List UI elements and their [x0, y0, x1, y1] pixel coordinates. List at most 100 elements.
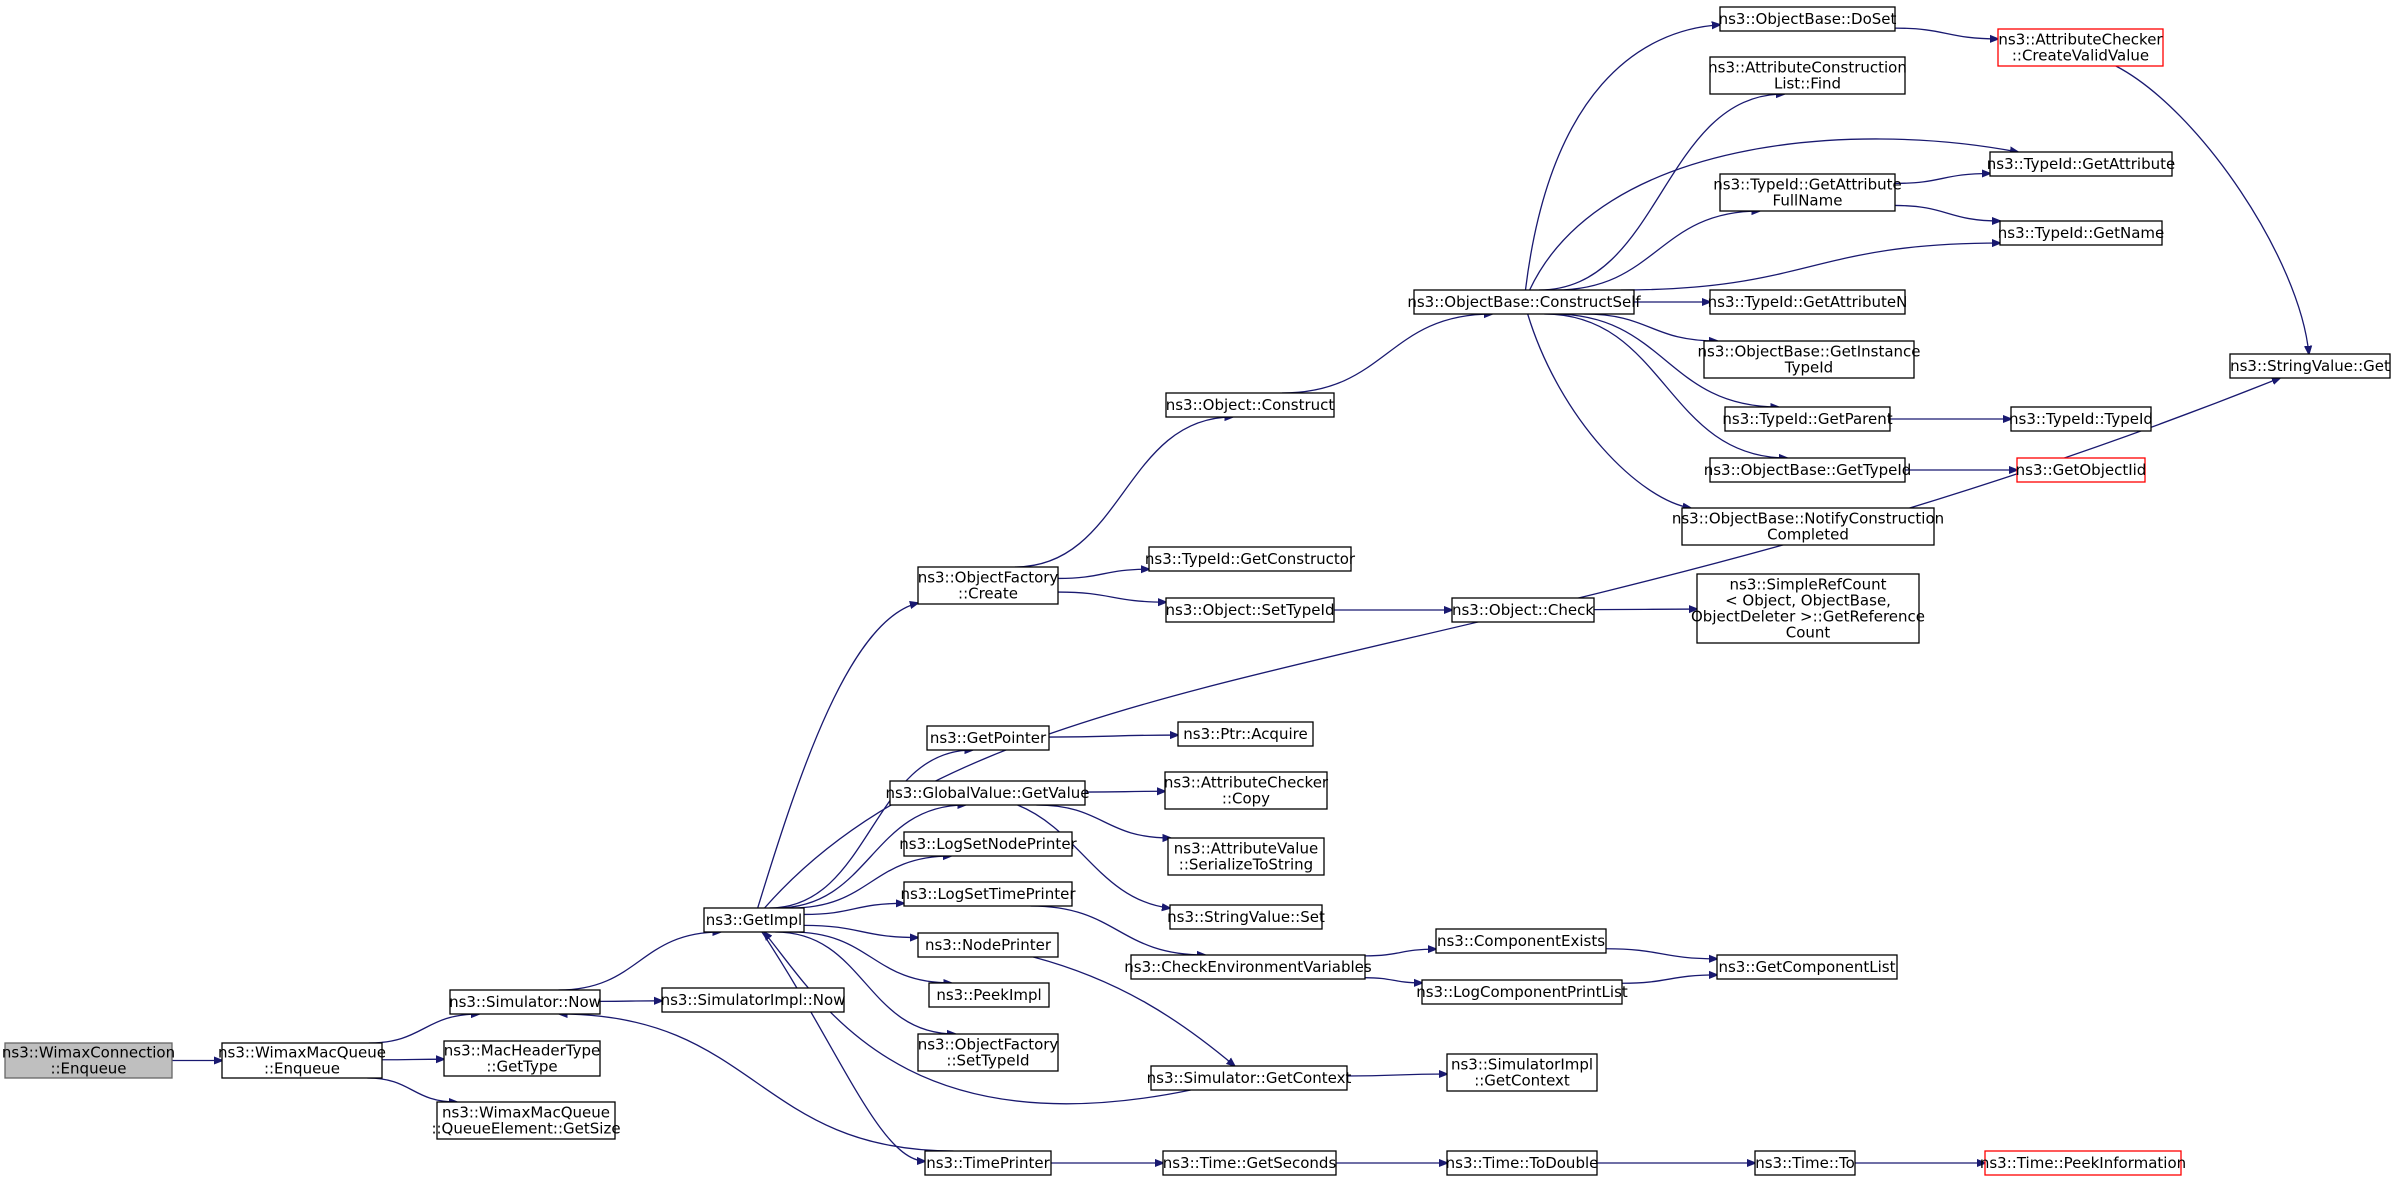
node-box	[436, 1101, 616, 1140]
node-logcomponentprintlist[interactable]: ns3::LogComponentPrintList	[1416, 979, 1628, 1005]
node-macheader_gettype[interactable]: ns3::MacHeaderType::GetType	[443, 1040, 601, 1077]
node-attrchecker_copy[interactable]: ns3::AttributeChecker::Copy	[1164, 771, 1329, 810]
node-nodeprinter[interactable]: ns3::NodePrinter	[917, 932, 1059, 958]
node-box	[928, 982, 1050, 1008]
node-stringvalue_get[interactable]: ns3::StringValue::Get	[2229, 353, 2391, 379]
node-simulator_getcontext[interactable]: ns3::Simulator::GetContext	[1147, 1065, 1352, 1091]
node-box	[917, 932, 1059, 958]
node-time_to[interactable]: ns3::Time::To	[1754, 1150, 1856, 1176]
node-logsetnodeprinter[interactable]: ns3::LogSetNodePrinter	[899, 831, 1078, 857]
edge-getimpl-to-nodeprinter	[803, 924, 918, 937]
node-queueelement_getsize[interactable]: ns3::WimaxMacQueue::QueueElement::GetSiz…	[431, 1101, 621, 1140]
node-label: ns3::GetObjectIid	[2016, 461, 2147, 479]
edge-objfactory_create-to-object_construct	[1014, 417, 1233, 568]
node-globalvalue_getvalue[interactable]: ns3::GlobalValue::GetValue	[885, 780, 1090, 806]
node-simplerefcount[interactable]: ns3::SimpleRefCount< Object, ObjectBase,…	[1691, 573, 1925, 644]
node-objfactory_create[interactable]: ns3::ObjectFactory::Create	[917, 566, 1059, 605]
edge-simulator_getcontext-to-simimpl_getcontext	[1346, 1074, 1447, 1076]
node-checkenvvars[interactable]: ns3::CheckEnvironmentVariables	[1124, 954, 1372, 980]
node-stringvalue_set[interactable]: ns3::StringValue::Set	[1167, 904, 1325, 930]
node-label: ns3::ObjectBase::GetInstance	[1698, 343, 1921, 361]
node-wimax_queue_enqueue[interactable]: ns3::WimaxMacQueue::Enqueue	[218, 1042, 386, 1079]
node-label: < Object, ObjectBase,	[1725, 592, 1891, 610]
node-box	[917, 1033, 1059, 1072]
edge-object_construct-to-constructself	[1281, 314, 1492, 394]
node-label: ns3::StringValue::Set	[1167, 908, 1325, 926]
node-label: ns3::Time::PeekInformation	[1980, 1154, 2186, 1172]
node-object_construct[interactable]: ns3::Object::Construct	[1165, 392, 1335, 418]
node-label: ns3::TypeId::GetName	[1998, 224, 2164, 242]
node-box	[926, 725, 1050, 751]
node-constructself[interactable]: ns3::ObjectBase::ConstructSelf	[1407, 289, 1641, 315]
node-label: ns3::ObjectBase::ConstructSelf	[1407, 293, 1641, 311]
node-label: ns3::WimaxMacQueue	[442, 1104, 610, 1122]
node-getimpl[interactable]: ns3::GetImpl	[703, 907, 805, 933]
node-simimpl_getcontext[interactable]: ns3::SimulatorImpl::GetContext	[1446, 1053, 1598, 1092]
node-label: ns3::Simulator::GetContext	[1147, 1069, 1352, 1087]
node-typeid_getconstructor[interactable]: ns3::TypeId::GetConstructor	[1145, 546, 1356, 572]
node-box	[2229, 353, 2391, 379]
node-box	[1703, 340, 1915, 379]
node-box	[1165, 392, 1335, 418]
edge-getpointer-to-ptr_acquire	[1048, 735, 1178, 737]
node-label: Count	[1786, 624, 1831, 642]
node-label: ns3::ObjectBase::DoSet	[1719, 10, 1897, 28]
node-object_settypeid[interactable]: ns3::Object::SetTypeId	[1165, 597, 1335, 623]
edge-constructself-to-typeid_getname	[1620, 243, 2000, 291]
node-typeid_getattributen[interactable]: ns3::TypeId::GetAttributeN	[1708, 289, 1908, 315]
node-label: ns3::ComponentExists	[1437, 932, 1605, 950]
node-ptr_acquire[interactable]: ns3::Ptr::Acquire	[1177, 721, 1314, 747]
node-label: ns3::StringValue::Get	[2230, 357, 2390, 375]
node-box	[917, 566, 1059, 605]
node-getpointer[interactable]: ns3::GetPointer	[926, 725, 1050, 751]
node-componentexists[interactable]: ns3::ComponentExists	[1435, 928, 1607, 954]
node-label: ns3::ObjectFactory	[918, 1036, 1059, 1054]
edge-getimpl-to-objfactory_settypeid	[775, 931, 955, 1034]
node-typeid_getparent[interactable]: ns3::TypeId::GetParent	[1722, 406, 1893, 432]
node-label: ::SerializeToString	[1179, 856, 1313, 874]
node-time_peekinformation[interactable]: ns3::Time::PeekInformation	[1980, 1150, 2186, 1176]
edge-getimpl-to-timeprinter	[761, 931, 925, 1161]
node-objectbase_notifyconstruction[interactable]: ns3::ObjectBase::NotifyConstructionCompl…	[1672, 507, 1944, 546]
node-label: ns3::Object::SetTypeId	[1166, 601, 1335, 619]
node-label: ns3::SimulatorImpl::Now	[661, 991, 846, 1009]
node-label: ns3::TypeId::GetAttribute	[1987, 155, 2175, 173]
node-getobjectiid[interactable]: ns3::GetObjectIid	[2016, 457, 2147, 483]
node-objfactory_settypeid[interactable]: ns3::ObjectFactory::SetTypeId	[917, 1033, 1059, 1072]
node-peekimpl[interactable]: ns3::PeekImpl	[928, 982, 1050, 1008]
node-box	[1169, 904, 1323, 930]
node-label: ns3::ObjectFactory	[918, 569, 1059, 587]
node-objectbase_gettypeid[interactable]: ns3::ObjectBase::GetTypeId	[1704, 457, 1912, 483]
node-box	[889, 780, 1086, 806]
node-timeprinter[interactable]: ns3::TimePrinter	[924, 1150, 1052, 1176]
node-label: ns3::Time::To	[1755, 1154, 1855, 1172]
node-box	[1451, 597, 1595, 623]
edge-typeid_getattributefullname-to-typeid_getname	[1894, 204, 2000, 221]
node-simulator_now[interactable]: ns3::Simulator::Now	[449, 989, 601, 1015]
node-time_todouble[interactable]: ns3::Time::ToDouble	[1446, 1150, 1599, 1176]
node-typeid_typeid[interactable]: ns3::TypeId::TypeId	[2009, 406, 2153, 432]
node-objectbase_doset[interactable]: ns3::ObjectBase::DoSet	[1719, 6, 1897, 32]
node-label: ns3::Time::GetSeconds	[1163, 1154, 1337, 1172]
edge-wimax_queue_enqueue-to-simulator_now	[368, 1014, 480, 1044]
node-box	[903, 831, 1073, 857]
node-simimpl_now[interactable]: ns3::SimulatorImpl::Now	[661, 987, 846, 1013]
node-logsettimeprinter[interactable]: ns3::LogSetTimePrinter	[900, 881, 1076, 907]
node-attrchecker_createvalidvalue[interactable]: ns3::AttributeChecker::CreateValidValue	[1997, 28, 2164, 67]
node-label: ns3::AttributeChecker	[1164, 774, 1329, 792]
node-typeid_getname[interactable]: ns3::TypeId::GetName	[1998, 220, 2164, 246]
node-label: ObjectDeleter >::GetReference	[1691, 608, 1925, 626]
node-typeid_getattribute[interactable]: ns3::TypeId::GetAttribute	[1987, 151, 2175, 177]
node-attrvalue_serialize[interactable]: ns3::AttributeValue::SerializeToString	[1167, 837, 1325, 876]
node-getcomponentlist[interactable]: ns3::GetComponentList	[1716, 954, 1898, 980]
node-time_getseconds[interactable]: ns3::Time::GetSeconds	[1162, 1150, 1337, 1176]
node-box	[1989, 151, 2173, 177]
node-label: ns3::NodePrinter	[925, 936, 1052, 954]
node-object_check[interactable]: ns3::Object::Check	[1451, 597, 1595, 623]
edge-constructself-to-typeid_getattribute	[1529, 138, 2018, 291]
node-label: ns3::Object::Check	[1452, 601, 1594, 619]
node-box	[1984, 1150, 2182, 1176]
